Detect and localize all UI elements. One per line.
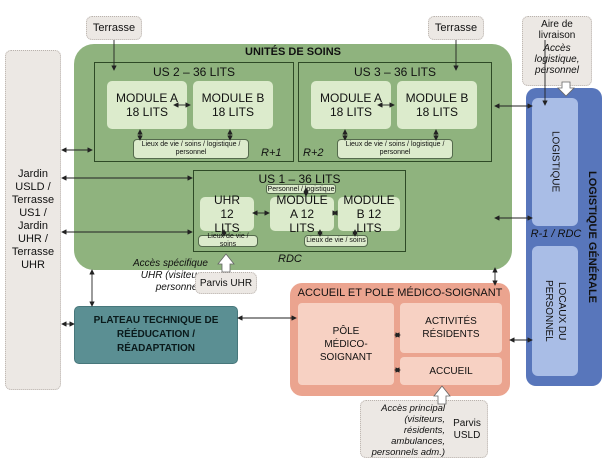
acces-logistique-label: Accès logistique, personnel bbox=[534, 43, 580, 76]
unites-soins-title: UNITÉS DE SOINS bbox=[245, 46, 341, 58]
pole-medico-soignant: PÔLE MÉDICO-SOIGNANT bbox=[298, 303, 394, 385]
us1-lieux-right: Lieux de vie / soins bbox=[304, 235, 368, 247]
logistique-generale-label: LOGISTIQUE GÉNÉRALE bbox=[586, 170, 598, 303]
acces-logistique-box: Aire de livraison Accès logistique, pers… bbox=[522, 16, 592, 86]
activites-residents: ACTIVITÉS RÉSIDENTS bbox=[400, 303, 502, 353]
jardin-column: Jardin USLD / Terrasse US1 / Jardin UHR … bbox=[5, 50, 61, 390]
us2-level: R+1 bbox=[261, 147, 282, 159]
parvis-uhr: Parvis UHR bbox=[195, 272, 257, 294]
parvis-usld: Parvis USLD bbox=[453, 418, 481, 441]
accueil-pole-title: ACCUEIL ET POLE MÉDICO-SOIGNANT bbox=[297, 287, 503, 299]
uhr-entry-arrow bbox=[217, 253, 235, 273]
logistique-label: LOGISTIQUE bbox=[549, 131, 561, 193]
acces-principal-box: Accès principal (visiteurs, résidents, a… bbox=[360, 400, 488, 458]
main-entry-arrow bbox=[433, 385, 451, 405]
us1-block: US 1 – 36 LITS Personnel / logistique UH… bbox=[193, 170, 406, 252]
logistique-box: LOGISTIQUE bbox=[532, 98, 578, 226]
terrasse-right-label: Terrasse bbox=[428, 16, 484, 40]
acces-principal-text: Accès principal (visiteurs, résidents, a… bbox=[371, 403, 445, 458]
logistique-entry-arrow bbox=[557, 81, 575, 97]
us1-personnel: Personnel / logistique bbox=[266, 184, 336, 194]
locaux-personnel-box: LOCAUX DU PERSONNEL bbox=[532, 246, 578, 376]
terrasse-left-label: Terrasse bbox=[86, 16, 142, 40]
acces-uhr-text: Accès spécifique UHR (visiteurs, personn… bbox=[132, 258, 208, 293]
us3-title: US 3 – 36 LITS bbox=[353, 65, 437, 79]
accueil-box: ACCUEIL bbox=[400, 357, 502, 385]
us3-block: US 3 – 36 LITS MODULE A 18 LITS MODULE B… bbox=[298, 62, 492, 162]
logistique-level: R-1 / RDC bbox=[530, 228, 582, 240]
locaux-personnel-label: LOCAUX DU PERSONNEL bbox=[543, 280, 567, 342]
us2-title: US 2 – 36 LITS bbox=[152, 65, 236, 79]
logistique-generale-title: LOGISTIQUE GÉNÉRALE bbox=[582, 88, 602, 386]
logistique-generale-block: LOGISTIQUE R-1 / RDC LOCAUX DU PERSONNEL… bbox=[526, 88, 602, 386]
us3-lieux: Lieux de vie / soins / logistique / pers… bbox=[337, 139, 453, 159]
us3-level: R+2 bbox=[303, 147, 324, 159]
jardin-label: Jardin USLD / Terrasse US1 / Jardin UHR … bbox=[11, 168, 55, 271]
aire-livraison-label: Aire de livraison bbox=[538, 19, 576, 41]
us2-module-b: MODULE B 18 LITS bbox=[193, 81, 273, 129]
rdc-level: RDC bbox=[278, 253, 302, 265]
us1-lieux-left: Lieux de vie / soins bbox=[198, 233, 258, 248]
plateau-technique: PLATEAU TECHNIQUE DE RÉÉDUCATION / RÉADA… bbox=[74, 306, 238, 364]
us1-title: US 1 – 36 LITS bbox=[258, 172, 341, 186]
us2-lieux: Lieux de vie / soins / logistique / pers… bbox=[133, 139, 249, 159]
accueil-pole-block: ACCUEIL ET POLE MÉDICO-SOIGNANT PÔLE MÉD… bbox=[290, 283, 510, 396]
us3-module-b: MODULE B 18 LITS bbox=[397, 81, 477, 129]
